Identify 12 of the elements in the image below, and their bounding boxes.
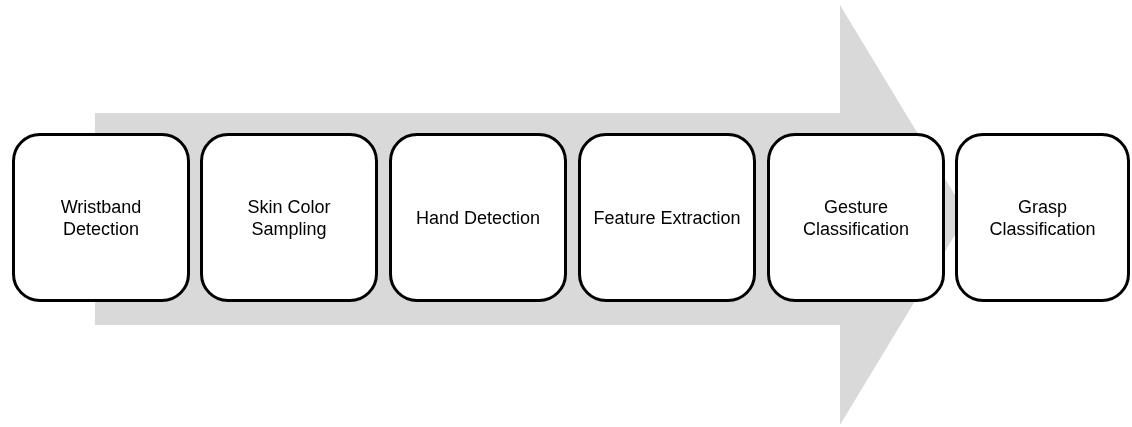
process-box [955, 133, 1130, 302]
process-box [578, 133, 756, 302]
step-label: Gesture Classification [801, 195, 910, 240]
process-box [767, 133, 945, 302]
step-label: Grasp Classification [988, 195, 1097, 240]
process-box [389, 133, 567, 302]
process-box [12, 133, 190, 302]
step-label: Hand Detection [414, 206, 542, 229]
process-box [200, 133, 378, 302]
step-label: Skin Color Sampling [246, 195, 332, 240]
step-label: Wristband Detection [59, 195, 143, 240]
step-label: Feature Extraction [592, 206, 742, 229]
